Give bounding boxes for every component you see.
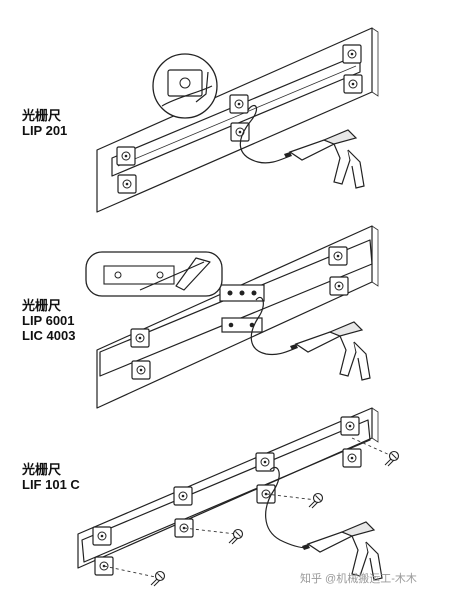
clip-mount	[329, 276, 349, 296]
clip-mount	[328, 246, 348, 266]
clip-mount	[130, 328, 150, 348]
watermark: 知乎 @机械搬运工-木木	[300, 573, 417, 585]
clip-mount	[116, 146, 136, 166]
panel-2-label-line-3: LIC 4003	[22, 328, 76, 343]
panel-2-label: 光栅尺 LIP 6001 LIC 4003	[22, 298, 75, 343]
panel-2-drawing	[85, 225, 379, 409]
screw	[308, 492, 324, 509]
screw	[150, 570, 166, 587]
clip-mount	[229, 94, 249, 114]
clip-mount	[131, 360, 151, 380]
clip-mount	[230, 122, 250, 142]
panel-2-label-line-2: LIP 6001	[22, 313, 75, 328]
panel-3-label: 光栅尺 LIF 101 C	[22, 462, 80, 492]
adhesive-gun	[289, 321, 371, 381]
screw	[228, 528, 244, 545]
panel-3-label-line-2: LIF 101 C	[22, 477, 80, 492]
clip-mount	[343, 74, 363, 94]
panel-2-label-line-1: 光栅尺	[22, 298, 62, 313]
panel-3-label-line-1: 光栅尺	[22, 462, 62, 477]
clip-mount	[117, 174, 137, 194]
clip-mount	[173, 486, 193, 506]
panel-1-drawing	[96, 27, 379, 213]
clip-mount	[342, 44, 362, 64]
adhesive-gun	[283, 129, 365, 189]
panel-3-drawing	[77, 407, 400, 587]
panel-1-label-line-1: 光栅尺	[22, 108, 62, 123]
clip-mount	[340, 416, 360, 436]
panel-1-label: 光栅尺 LIP 201	[22, 108, 67, 138]
clip-mount	[342, 448, 362, 468]
panel-1-label-line-2: LIP 201	[22, 123, 68, 138]
clip-mount	[92, 526, 112, 546]
